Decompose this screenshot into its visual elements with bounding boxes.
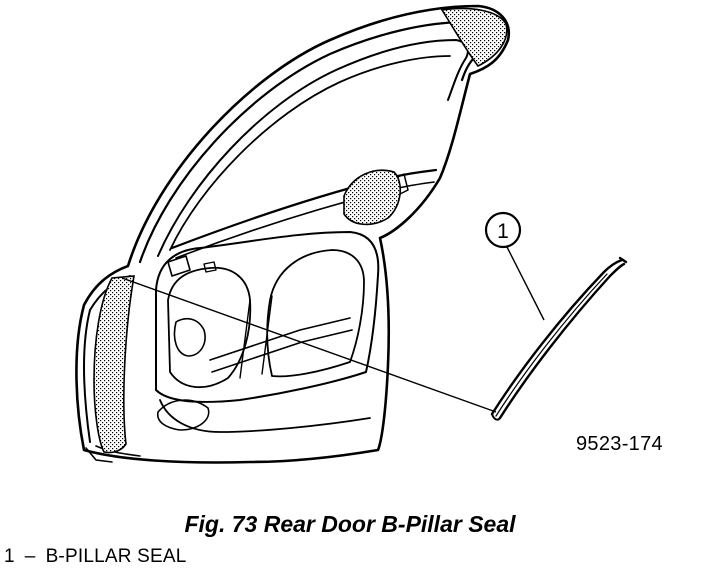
callout-1-number: 1: [497, 220, 509, 243]
door-illustration: 1: [75, 4, 628, 464]
legend-item-label: B-PILLAR SEAL: [45, 546, 187, 567]
legend-item-number: 1: [4, 546, 15, 567]
speaker-stipple: [343, 169, 401, 226]
legend-item-separator: –: [24, 546, 36, 567]
front-edge-stipple: [93, 275, 135, 454]
leader-lines: [121, 246, 545, 413]
stipple-areas: [93, 7, 508, 454]
figure-caption: Fig. 73 Rear Door B-Pillar Seal: [0, 511, 704, 538]
legend-item: 1–B-PILLAR SEAL: [4, 546, 187, 568]
callout-1: 1: [484, 211, 522, 249]
top-corner-stipple: [440, 7, 508, 68]
b-pillar-seal: [490, 256, 628, 421]
figure-caption-text: Fig. 73 Rear Door B-Pillar Seal: [184, 511, 516, 537]
figure-code: 9523-174: [576, 433, 663, 455]
legend: 1–B-PILLAR SEAL: [4, 546, 187, 568]
